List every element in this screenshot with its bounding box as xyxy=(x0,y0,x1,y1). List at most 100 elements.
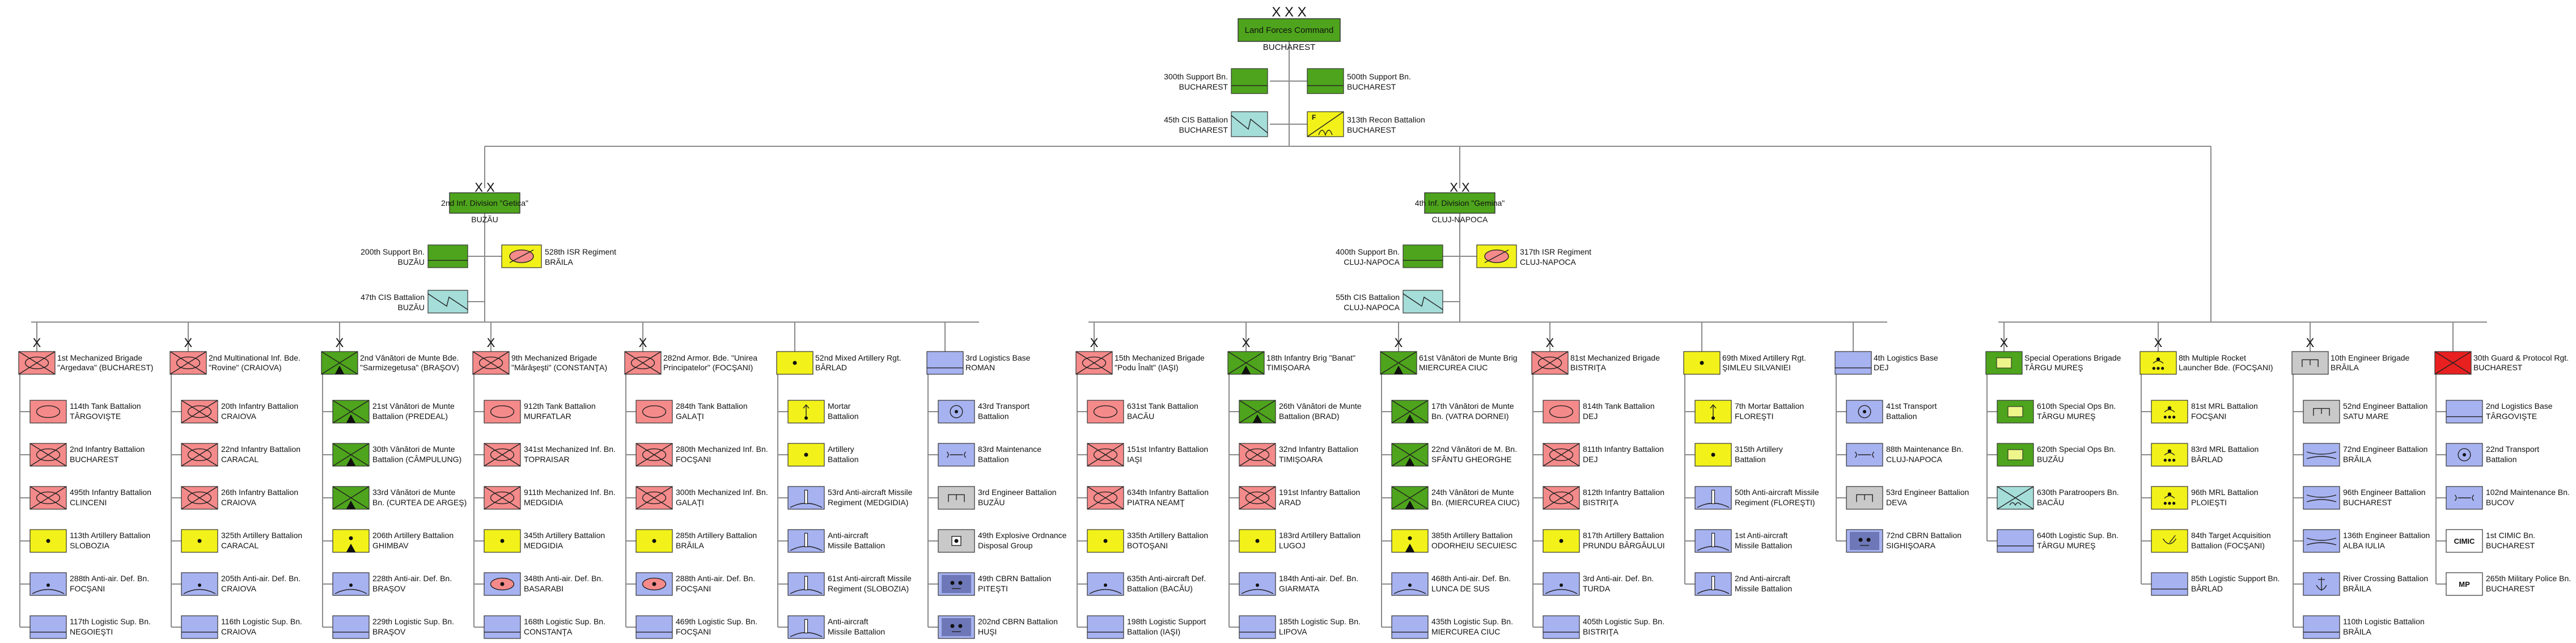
battalion-tank-symbol[interactable] xyxy=(1087,400,1124,424)
battalion-target-symbol[interactable] xyxy=(2151,529,2188,553)
division-isr-symbol[interactable] xyxy=(1476,244,1517,268)
battalion-art-symbol[interactable] xyxy=(1087,529,1124,553)
division-symbol[interactable] xyxy=(449,192,520,214)
battalion-mrl-symbol[interactable] xyxy=(2151,443,2188,467)
battalion-log-symbol[interactable] xyxy=(1391,615,1429,639)
top-support-symbol[interactable] xyxy=(1307,68,1344,94)
brigade-mech-symbol[interactable] xyxy=(1531,351,1569,375)
battalion-eod-symbol[interactable] xyxy=(938,529,975,553)
battalion-sof-symbol[interactable] xyxy=(1997,443,2034,467)
battalion-mtn-symbol[interactable] xyxy=(332,443,370,467)
battalion-log-symbol[interactable] xyxy=(484,615,521,639)
battalion-adatank-symbol[interactable] xyxy=(635,572,673,596)
top-cis-symbol[interactable] xyxy=(1231,111,1268,137)
division-cis-symbol[interactable] xyxy=(1403,290,1443,314)
land-forces-command-symbol[interactable] xyxy=(1238,18,1341,42)
battalion-mp-symbol[interactable]: MP xyxy=(2446,572,2483,596)
battalion-missile-symbol[interactable] xyxy=(787,486,825,510)
battalion-log-symbol[interactable] xyxy=(2446,400,2483,424)
battalion-eng-symbol[interactable] xyxy=(2303,400,2340,424)
brigade-mech-symbol[interactable] xyxy=(170,351,207,375)
battalion-log-symbol[interactable] xyxy=(332,615,370,639)
battalion-mtn-symbol[interactable] xyxy=(332,400,370,424)
battalion-cbrn-symbol[interactable] xyxy=(938,572,975,596)
battalion-mtn-symbol[interactable] xyxy=(1391,443,1429,467)
brigade-mtn-symbol[interactable] xyxy=(1227,351,1265,375)
battalion-art-symbol[interactable] xyxy=(29,529,67,553)
division-isr-symbol[interactable] xyxy=(501,244,542,268)
battalion-log-symbol[interactable] xyxy=(1543,615,1580,639)
battalion-log-symbol[interactable] xyxy=(2151,572,2188,596)
battalion-mech-symbol[interactable] xyxy=(1543,486,1580,510)
battalion-cbrn-symbol[interactable] xyxy=(938,615,975,639)
battalion-art-symbol[interactable] xyxy=(181,529,218,553)
battalion-transport-symbol[interactable] xyxy=(1846,400,1883,424)
brigade-mtn-symbol[interactable] xyxy=(321,351,358,375)
brigade-mtn-symbol[interactable] xyxy=(1380,351,1417,375)
battalion-ada-symbol[interactable] xyxy=(332,572,370,596)
battalion-mtn-symbol[interactable] xyxy=(1391,486,1429,510)
battalion-tank-symbol[interactable] xyxy=(635,400,673,424)
battalion-mech-symbol[interactable] xyxy=(29,486,67,510)
battalion-mech-symbol[interactable] xyxy=(484,443,521,467)
battalion-mech-symbol[interactable] xyxy=(29,443,67,467)
division-cis-symbol[interactable] xyxy=(427,290,468,314)
brigade-log-symbol[interactable] xyxy=(1834,351,1872,375)
battalion-tank-symbol[interactable] xyxy=(1543,400,1580,424)
battalion-mech-symbol[interactable] xyxy=(1087,486,1124,510)
battalion-mtn-symbol[interactable] xyxy=(1239,400,1276,424)
battalion-ada-symbol[interactable] xyxy=(29,572,67,596)
battalion-mech-symbol[interactable] xyxy=(181,443,218,467)
battalion-log-symbol[interactable] xyxy=(2303,615,2340,639)
battalion-sof-symbol[interactable] xyxy=(1997,400,2034,424)
battalion-mech-symbol[interactable] xyxy=(1239,486,1276,510)
battalion-eng-symbol[interactable] xyxy=(1846,486,1883,510)
battalion-maint-symbol[interactable] xyxy=(1846,443,1883,467)
battalion-ada-symbol[interactable] xyxy=(1239,572,1276,596)
battalion-missile-symbol[interactable] xyxy=(787,529,825,553)
battalion-art-symbol[interactable] xyxy=(484,529,521,553)
division-symbol[interactable] xyxy=(1424,192,1495,214)
battalion-mortar-symbol[interactable] xyxy=(1694,400,1732,424)
battalion-adatank-symbol[interactable] xyxy=(484,572,521,596)
division-support-symbol[interactable] xyxy=(427,244,468,268)
battalion-art-symbol[interactable] xyxy=(635,529,673,553)
battalion-log-symbol[interactable] xyxy=(635,615,673,639)
battalion-cbrn-symbol[interactable] xyxy=(1846,529,1883,553)
battalion-maint-symbol[interactable] xyxy=(2446,486,2483,510)
battalion-mortar-symbol[interactable] xyxy=(787,400,825,424)
battalion-log-symbol[interactable] xyxy=(1997,529,2034,553)
battalion-mech-symbol[interactable] xyxy=(1239,443,1276,467)
battalion-art-symbol[interactable] xyxy=(1694,443,1732,467)
top-support-symbol[interactable] xyxy=(1231,68,1268,94)
battalion-mech-symbol[interactable] xyxy=(635,443,673,467)
battalion-engbridge-symbol[interactable] xyxy=(2303,529,2340,553)
battalion-tank-symbol[interactable] xyxy=(484,400,521,424)
brigade-mech-symbol[interactable] xyxy=(1075,351,1113,375)
battalion-ada-symbol[interactable] xyxy=(1391,572,1429,596)
battalion-maint-symbol[interactable] xyxy=(938,443,975,467)
battalion-tank-symbol[interactable] xyxy=(29,400,67,424)
battalion-engbridge-symbol[interactable] xyxy=(2303,443,2340,467)
battalion-artmtn-symbol[interactable] xyxy=(332,529,370,553)
battalion-ada-symbol[interactable] xyxy=(181,572,218,596)
battalion-mech-symbol[interactable] xyxy=(1543,443,1580,467)
battalion-engbridge-symbol[interactable] xyxy=(2303,486,2340,510)
battalion-transport-symbol[interactable] xyxy=(938,400,975,424)
battalion-artmtn-symbol[interactable] xyxy=(1391,529,1429,553)
division-support-symbol[interactable] xyxy=(1403,244,1443,268)
brigade-art-symbol[interactable] xyxy=(1683,351,1721,375)
brigade-mech-symbol[interactable] xyxy=(18,351,56,375)
brigade-guard-symbol[interactable] xyxy=(2434,351,2472,375)
brigade-mech-symbol[interactable] xyxy=(472,351,510,375)
battalion-river-symbol[interactable] xyxy=(2303,572,2340,596)
battalion-log-symbol[interactable] xyxy=(1239,615,1276,639)
battalion-mtn-symbol[interactable] xyxy=(332,486,370,510)
battalion-transport-symbol[interactable] xyxy=(2446,443,2483,467)
battalion-art-symbol[interactable] xyxy=(1239,529,1276,553)
brigade-mech-symbol[interactable] xyxy=(624,351,662,375)
battalion-mrl-symbol[interactable] xyxy=(2151,486,2188,510)
battalion-mech-symbol[interactable] xyxy=(484,486,521,510)
battalion-mech-symbol[interactable] xyxy=(1087,443,1124,467)
battalion-para-symbol[interactable] xyxy=(1997,486,2034,510)
